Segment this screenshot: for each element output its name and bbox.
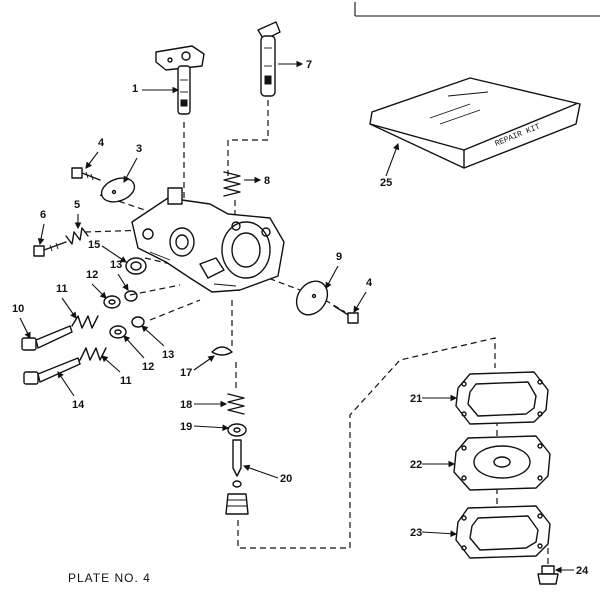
leader-arrowhead (70, 311, 77, 319)
plate-label: PLATE NO. 4 (68, 571, 151, 585)
part-number-19: 19 (180, 421, 192, 433)
leader-arrowhead (122, 283, 129, 291)
part-number-24: 24 (576, 565, 589, 577)
main-needle-upper (21, 325, 73, 351)
leader-arrowhead (207, 355, 215, 362)
leader-arrowhead (254, 176, 262, 184)
leader-line (421, 531, 457, 535)
part-number-22: 22 (410, 459, 422, 471)
leader-arrowhead (99, 291, 107, 299)
part-number-6: 6 (40, 209, 46, 221)
choke-shaft (257, 21, 281, 97)
part-number-13: 13 (162, 349, 174, 361)
part-number-18: 18 (180, 399, 192, 411)
diaphragm-cover (455, 505, 551, 559)
diaphragm (453, 435, 551, 491)
cup-plug (211, 346, 233, 356)
leader-arrowhead (222, 424, 230, 431)
leader-line (193, 425, 229, 429)
leader-arrowhead (101, 355, 109, 363)
leader-arrowhead (85, 161, 92, 169)
part-number-13: 13 (110, 259, 122, 271)
part-number-9: 9 (336, 251, 342, 263)
idle-speed-screw (33, 241, 67, 257)
leader-line (385, 143, 399, 177)
frame-corner (354, 2, 600, 17)
part-number-1: 1 (132, 83, 138, 95)
part-number-20: 20 (280, 473, 292, 485)
leader-arrowhead (57, 371, 64, 379)
leader-line (243, 465, 279, 479)
leader-arrowhead (123, 175, 130, 183)
o-ring-lower (131, 316, 145, 328)
leader-arrowhead (450, 394, 458, 402)
leader-arrowhead (220, 400, 228, 408)
leader-arrowhead (242, 464, 251, 471)
part-number-8: 8 (264, 175, 270, 187)
throttle-plate-screw (71, 167, 101, 181)
part-number-15: 15 (88, 239, 100, 251)
leader-arrowhead (24, 331, 31, 339)
spring-lower (79, 347, 107, 361)
leader-arrowhead (37, 237, 45, 246)
part-callouts: 1345678941011121315111213141718192021222… (12, 59, 589, 577)
leader-arrowhead (141, 325, 149, 333)
inlet-needle-spring (227, 393, 245, 415)
spring-upper (71, 315, 99, 329)
leader-arrowhead (74, 222, 82, 230)
diaphragm-gasket (455, 371, 549, 425)
choke-spring (223, 171, 241, 197)
part-number-12: 12 (86, 269, 98, 281)
part-number-12: 12 (142, 361, 154, 373)
throttle-plate (100, 177, 136, 203)
leader-arrowhead (353, 305, 360, 313)
part-number-11: 11 (56, 283, 68, 295)
idle-needle-lower (23, 357, 81, 385)
inlet-washer (227, 423, 247, 437)
cover-fitting (537, 565, 559, 585)
part-number-4: 4 (98, 137, 105, 149)
part-number-11: 11 (120, 375, 132, 387)
assembly-dashed-lines (84, 100, 549, 565)
o-ring-upper (124, 290, 138, 302)
leader-arrowhead (450, 530, 458, 537)
part-number-21: 21 (410, 393, 422, 405)
idle-screw-spring (65, 227, 89, 245)
throttle-shaft (155, 45, 205, 115)
leader-arrowhead (123, 335, 131, 343)
leader-arrowhead (554, 566, 562, 574)
leader-arrowhead (296, 60, 304, 68)
part-number-10: 10 (12, 303, 24, 315)
choke-plate-screw (333, 305, 359, 324)
washer-upper (103, 295, 121, 309)
inlet-needle-and-seat (225, 439, 249, 515)
choke-plate (295, 280, 329, 316)
leader-arrowhead (448, 460, 456, 468)
carburetor-body (131, 187, 285, 293)
part-number-23: 23 (410, 527, 422, 539)
part-number-25: 25 (380, 177, 392, 189)
leader-arrowhead (172, 86, 180, 94)
washer-lower (109, 325, 127, 339)
part-number-5: 5 (74, 199, 80, 211)
part-number-4: 4 (366, 277, 373, 289)
leader-arrowhead (325, 281, 332, 289)
part-number-7: 7 (306, 59, 312, 71)
leader-arrowhead (392, 142, 400, 151)
part-number-17: 17 (180, 367, 192, 379)
part-number-3: 3 (136, 143, 142, 155)
leader-arrowhead (119, 256, 127, 263)
part-number-14: 14 (72, 399, 85, 411)
welch-plug (125, 257, 147, 275)
repair-kit-box: REPAIR KIT (369, 77, 581, 169)
